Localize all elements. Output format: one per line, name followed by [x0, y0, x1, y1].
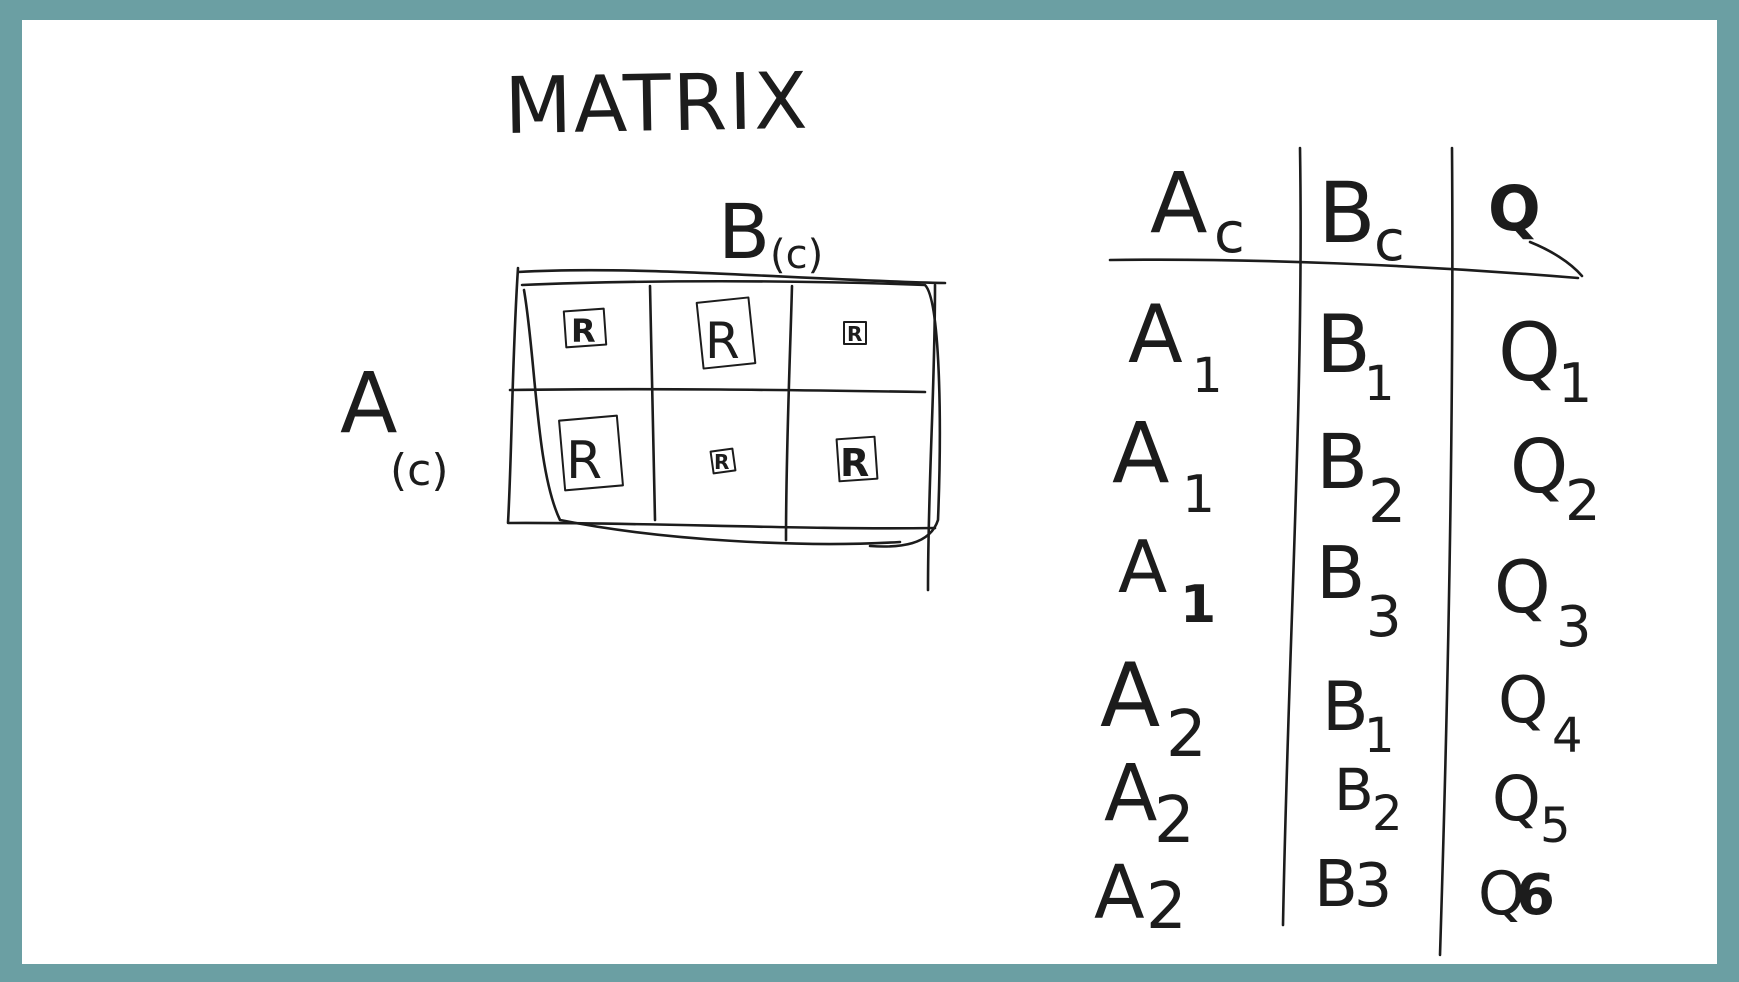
- table-cell-sub: 2: [1166, 698, 1207, 772]
- table-cell-sub: 1: [1182, 465, 1215, 525]
- matrix-column-label: B: [718, 187, 770, 276]
- table-header-sub: c: [1214, 201, 1245, 266]
- table-cell-main: B: [1316, 531, 1365, 615]
- table-header-main: Q: [1488, 172, 1541, 245]
- table-cell-sub: 2: [1154, 784, 1195, 858]
- table-cell-main: A: [1128, 288, 1183, 381]
- table-cell-main: A: [1112, 404, 1169, 502]
- table-cell-sub: 1: [1364, 708, 1395, 764]
- table-cell-sub: 2: [1565, 469, 1601, 534]
- table-row: A 1 B 3 Q 3: [1118, 525, 1592, 660]
- matrix-row-label-sub: (c): [390, 445, 449, 496]
- matrix-cell-value: R: [714, 450, 729, 474]
- matrix-cells: R R R R R R: [558, 296, 879, 492]
- table-row: A 2 B 2 Q 5: [1104, 749, 1571, 858]
- table-cell-main: A: [1094, 850, 1145, 936]
- table-rules: [1108, 146, 1584, 957]
- table-cell-main: A: [1104, 749, 1157, 839]
- matrix-cell: R: [835, 435, 879, 485]
- table-header-cell: A c: [1150, 154, 1245, 266]
- table-cell-sub: 3: [1366, 585, 1402, 650]
- table-body: A 1 B 1 Q 1 A 1 B 2 Q 2 A 1 B 3 Q: [1094, 288, 1601, 944]
- table-row: A 1 B 1 Q 1: [1128, 288, 1592, 415]
- table-header-cell: B c: [1318, 164, 1405, 274]
- matrix-cell-value: R: [571, 312, 596, 350]
- table-cell-sub: 1: [1364, 356, 1395, 412]
- matrix-title: MATRIX: [504, 57, 810, 152]
- matrix-cell: R: [843, 321, 867, 346]
- table-cell-main: A: [1100, 644, 1160, 747]
- table-cell-main: B: [1314, 848, 1358, 922]
- table-row: A 2 B 1 Q 4: [1100, 644, 1583, 772]
- table-cell-sub: 1: [1192, 348, 1223, 404]
- matrix-row-label: A: [340, 354, 397, 452]
- table-cell-sub: 1: [1180, 575, 1216, 635]
- table-cell-main: Q: [1510, 424, 1568, 510]
- matrix-cell-value: R: [840, 441, 869, 485]
- table-cell-sub: 3: [1354, 851, 1392, 921]
- matrix-cell-value: R: [847, 322, 862, 346]
- table-cell-main: Q: [1498, 306, 1561, 399]
- matrix-cell-value: R: [705, 312, 740, 370]
- table-cell-sub: 2: [1372, 786, 1403, 842]
- table-cell-main: Q: [1478, 859, 1525, 929]
- table-cell-main: B: [1322, 668, 1369, 747]
- table-cell-sub: 3: [1556, 595, 1592, 660]
- matrix-cell: R: [558, 414, 624, 492]
- table-header-row: A c B c Q: [1150, 154, 1541, 274]
- table-cell-sub: 4: [1552, 708, 1583, 764]
- table-cell-sub: 6: [1516, 863, 1555, 928]
- matrix-cell: R: [709, 447, 737, 475]
- table-cell-sub: 1: [1558, 352, 1592, 415]
- table-row: A 2 B 3 Q 6: [1094, 848, 1555, 944]
- table-cell-sub: 2: [1146, 870, 1187, 944]
- table-cell-sub: 2: [1368, 467, 1406, 537]
- table-cell-main: Q: [1494, 545, 1551, 629]
- table-cell-main: B: [1316, 417, 1368, 506]
- table-header-sub: c: [1374, 209, 1405, 274]
- table-cell-sub: 5: [1540, 798, 1571, 854]
- table-header-main: B: [1318, 164, 1376, 262]
- matrix-column-label-sub: (c): [770, 232, 823, 278]
- table-cell-main: Q: [1492, 762, 1541, 835]
- table-cell-main: B: [1334, 756, 1374, 824]
- table-cell-main: B: [1316, 298, 1371, 391]
- table-row: A 1 B 2 Q 2: [1112, 404, 1601, 537]
- table-cell-main: A: [1118, 525, 1167, 609]
- matrix-cell: R: [562, 307, 608, 350]
- table-cell-main: Q: [1498, 664, 1548, 738]
- matrix-cell-value: R: [566, 431, 602, 491]
- table-header-cell: Q: [1488, 172, 1541, 245]
- matrix-grid: [506, 266, 947, 592]
- table-header-main: A: [1150, 154, 1207, 252]
- matrix-cell: R: [695, 296, 757, 370]
